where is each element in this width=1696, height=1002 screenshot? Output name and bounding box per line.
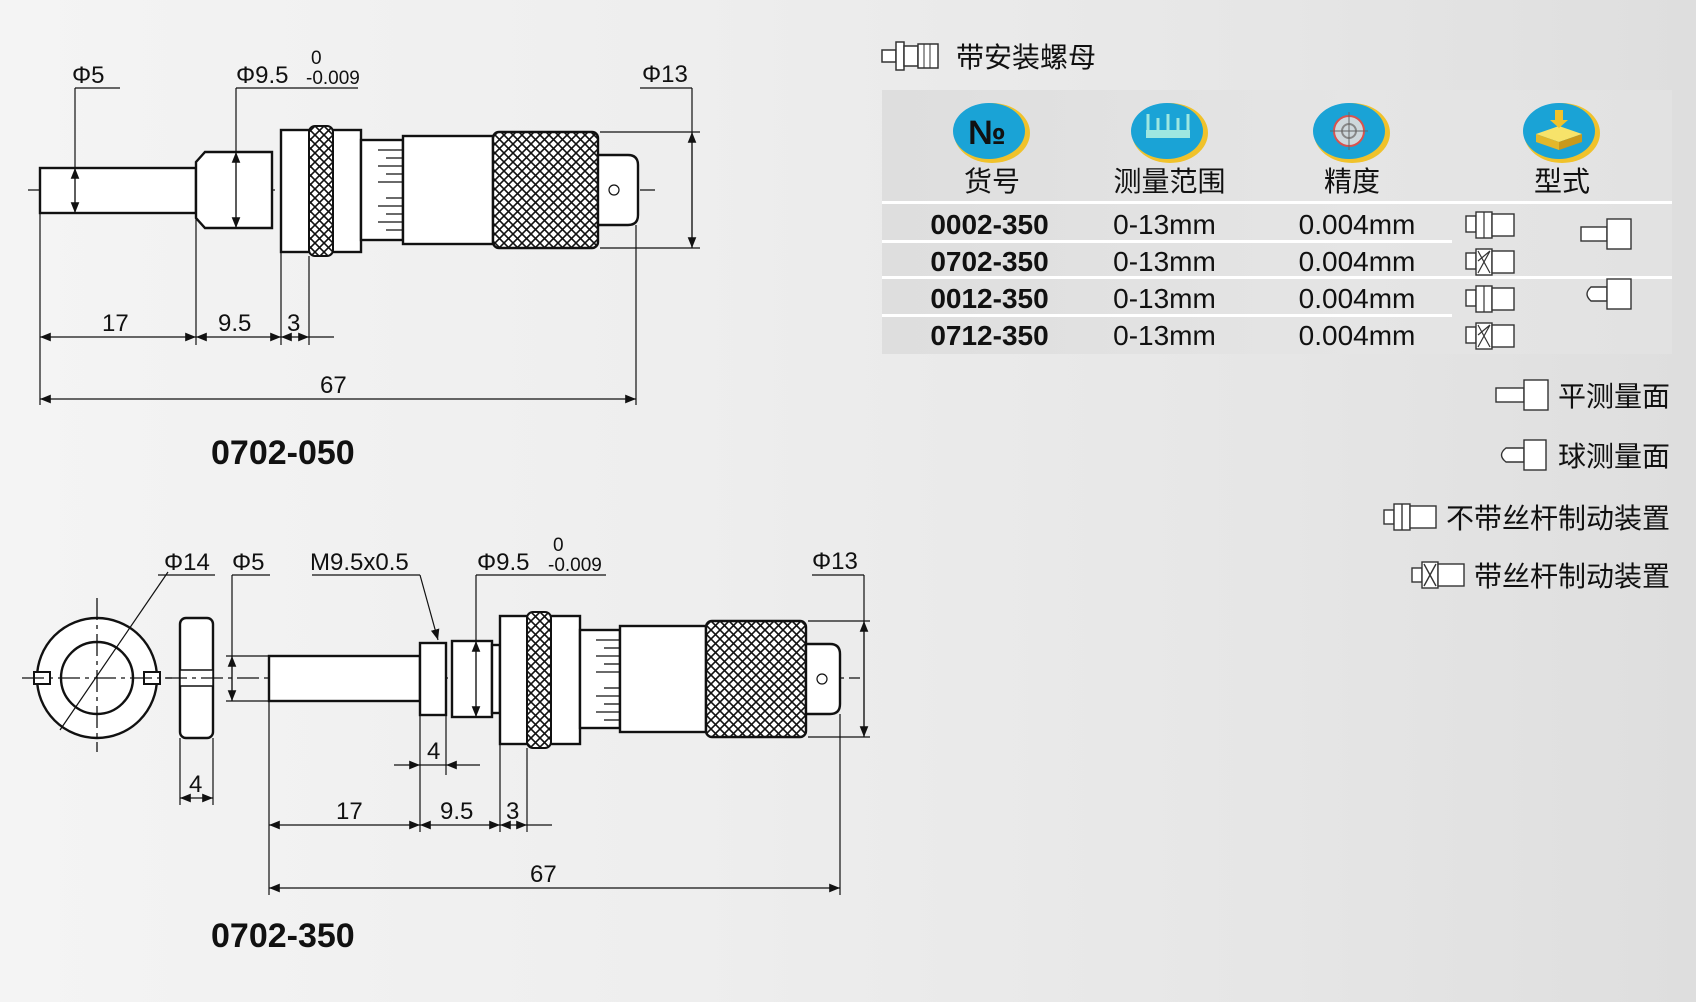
legend-flat-face: 平测量面 — [1494, 375, 1670, 415]
row-number: 0712-350 — [930, 320, 1049, 351]
bottom-thread-label: M9.5x0.5 — [310, 549, 409, 576]
top-len-spindle: 17 — [102, 310, 129, 337]
number-icon-glyph: № — [968, 114, 1006, 152]
row-number: 0002-350 — [930, 209, 1049, 240]
drawing-top: Φ5 Φ9.5 0 -0.009 Φ13 17 9.5 3 67 0702-05… — [28, 48, 700, 472]
bottom-dia-nut: Φ14 — [164, 549, 210, 576]
header-type-label: 型式 — [1533, 165, 1590, 198]
sleeve-graduations-bottom — [596, 639, 620, 721]
legend-with-lock: 带丝杆制动装置 — [1410, 555, 1670, 595]
no-lock-icon — [1383, 503, 1437, 531]
top-tol-lower: -0.009 — [306, 68, 360, 89]
legend-no-lock: 不带丝杆制动装置 — [1382, 497, 1670, 537]
nut-front-view — [22, 571, 172, 752]
flat-face-icon — [1495, 379, 1549, 411]
header-number-label: 货号 — [963, 165, 1020, 198]
row-divider — [882, 314, 1452, 317]
face-type-icons — [1580, 218, 1632, 310]
with-lock-icon — [1411, 561, 1465, 589]
legend-flat-label: 平测量面 — [1557, 380, 1670, 413]
number-icon: № — [953, 103, 1030, 163]
row-divider — [882, 240, 1452, 243]
table-row: 0012-350 0-13mm 0.004mm — [882, 280, 1672, 314]
legend-ball-label: 球测量面 — [1557, 440, 1670, 473]
sleeve-graduations — [378, 149, 403, 231]
bottom-dia-spindle: Φ5 — [232, 549, 265, 576]
bottom-tol-upper: 0 — [553, 535, 564, 556]
top-len-total: 67 — [320, 372, 347, 399]
ball-face-icon — [1500, 439, 1547, 471]
nut-mounting-label: 带安装螺母 — [956, 41, 1097, 74]
top-len-barrel: 9.5 — [218, 310, 251, 337]
row-range: 0-13mm — [1113, 283, 1216, 314]
table-row: 0702-350 0-13mm 0.004mm — [882, 243, 1672, 277]
header-range-label: 测量范围 — [1113, 165, 1226, 198]
table-row: 0712-350 0-13mm 0.004mm — [882, 317, 1672, 351]
row-accuracy: 0.004mm — [1298, 246, 1416, 277]
header-range: 测量范围 — [1097, 90, 1242, 200]
row-accuracy: 0.004mm — [1298, 320, 1416, 351]
bottom-dia-head: Φ13 — [812, 548, 858, 575]
bottom-len-spindle: 17 — [336, 798, 363, 825]
row-range: 0-13mm — [1113, 246, 1216, 277]
bottom-len-total: 67 — [530, 861, 557, 888]
header-accuracy-label: 精度 — [1323, 165, 1380, 198]
bottom-dia-barrel: Φ9.5 — [477, 549, 530, 576]
header-type: 型式 — [1482, 90, 1642, 200]
row-divider — [882, 201, 1672, 204]
header-number: № 货号 — [927, 90, 1057, 200]
top-dia-head: Φ13 — [642, 61, 688, 88]
table-row: 0002-350 0-13mm 0.004mm — [882, 206, 1672, 240]
bottom-nut-thickness: 4 — [189, 771, 202, 798]
legend-ball-face: 球测量面 — [1494, 435, 1670, 475]
bottom-thread-length: 4 — [427, 738, 440, 765]
type-icon — [1523, 103, 1600, 163]
legend-with-lock-label: 带丝杆制动装置 — [1473, 560, 1670, 593]
type-variant-icons — [1465, 211, 1515, 350]
drawing-bottom: 4 Φ14 Φ5 — [22, 535, 870, 955]
row-range: 0-13mm — [1113, 320, 1216, 351]
target-icon — [1313, 103, 1390, 163]
nut-mounting-title: 带安装螺母 — [880, 36, 1096, 76]
top-dia-spindle: Φ5 — [72, 62, 105, 89]
top-dia-barrel: Φ9.5 — [236, 62, 289, 89]
nut-micrometer-icon — [881, 41, 939, 71]
top-model-number: 0702-050 — [211, 434, 355, 472]
row-number: 0702-350 — [930, 246, 1049, 277]
bottom-tol-lower: -0.009 — [548, 555, 602, 576]
spec-table: № 货号 测量范围 精度 型式 — [882, 90, 1672, 354]
bottom-len-barrel: 9.5 — [440, 798, 473, 825]
ruler-icon — [1130, 103, 1208, 163]
legend-no-lock-label: 不带丝杆制动装置 — [1445, 502, 1670, 535]
bottom-len-ring: 3 — [506, 798, 519, 825]
top-tol-upper: 0 — [311, 48, 322, 69]
row-number: 0012-350 — [930, 283, 1049, 314]
row-accuracy: 0.004mm — [1298, 209, 1416, 240]
row-range: 0-13mm — [1113, 209, 1216, 240]
row-accuracy: 0.004mm — [1298, 283, 1416, 314]
row-divider — [882, 276, 1672, 279]
bottom-model-number: 0702-350 — [211, 917, 355, 955]
top-len-ring: 3 — [287, 310, 300, 337]
header-accuracy: 精度 — [1277, 90, 1427, 200]
technical-drawings: Φ5 Φ9.5 0 -0.009 Φ13 17 9.5 3 67 0702-05… — [22, 48, 870, 955]
